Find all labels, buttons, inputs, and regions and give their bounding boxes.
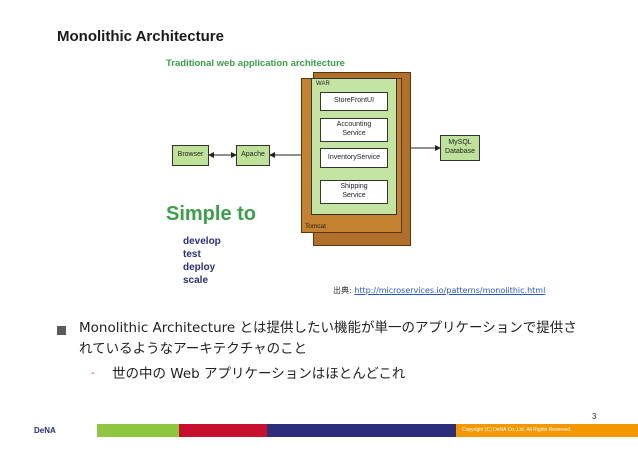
service-inventory: InventoryService: [320, 148, 388, 168]
browser-label: Browser: [177, 151, 204, 159]
service-label: Shipping Service: [340, 183, 368, 199]
service-label: InventoryService: [327, 153, 381, 161]
use-item: develop: [183, 236, 221, 247]
use-item: deploy: [183, 262, 216, 273]
service-storefrontui: StoreFrontUI: [320, 92, 388, 111]
use-item: test: [183, 249, 201, 260]
footer-segment: [97, 424, 179, 437]
slide-title: Monolithic Architecture: [57, 28, 224, 45]
service-label: Accounting Service: [336, 121, 372, 137]
apache-label: Apache: [241, 151, 265, 159]
service-label: StoreFrontUI: [333, 97, 375, 105]
war-label: WAR: [316, 81, 330, 87]
source-link[interactable]: http://microservices.io/patterns/monolit…: [354, 286, 546, 295]
database-label: MySQL Database: [445, 139, 475, 155]
dena-logo: DeNA: [34, 426, 56, 435]
sub-bullet-text: 世の中の Web アプリケーションはほとんどこれ: [112, 366, 406, 382]
tomcat-label: Tomcat: [305, 223, 326, 230]
main-bullet-text: Monolithic Architecture とは提供したい機能が単一のアプリ…: [79, 320, 577, 357]
uses-list: develop test deploy scale: [183, 235, 221, 287]
service-shipping: Shipping Service: [320, 180, 388, 204]
footer-segment: [267, 424, 456, 437]
apache-box: Apache: [236, 145, 270, 166]
source-prefix: 出典:: [333, 286, 355, 295]
use-item: scale: [183, 275, 209, 286]
source-citation: 出典: http://microservices.io/patterns/mon…: [333, 285, 545, 296]
footer-segment: [179, 424, 267, 437]
simple-to-heading: Simple to: [166, 203, 257, 225]
footer-segment: [456, 424, 638, 437]
footer-color-bar: [0, 424, 638, 437]
page-number: 3: [592, 412, 597, 421]
diagram-caption: Traditional web application architecture: [166, 58, 345, 69]
footer-segment: [0, 424, 97, 437]
service-accounting: Accounting Service: [320, 118, 388, 142]
database-box: MySQL Database: [440, 135, 480, 161]
bullet-square-icon: [57, 326, 66, 335]
browser-box: Browser: [172, 145, 209, 166]
sub-bullet-marker: -: [91, 368, 95, 379]
copyright-text: Copyright (C) DeNA Co.,Ltd. All Rights R…: [462, 427, 572, 433]
